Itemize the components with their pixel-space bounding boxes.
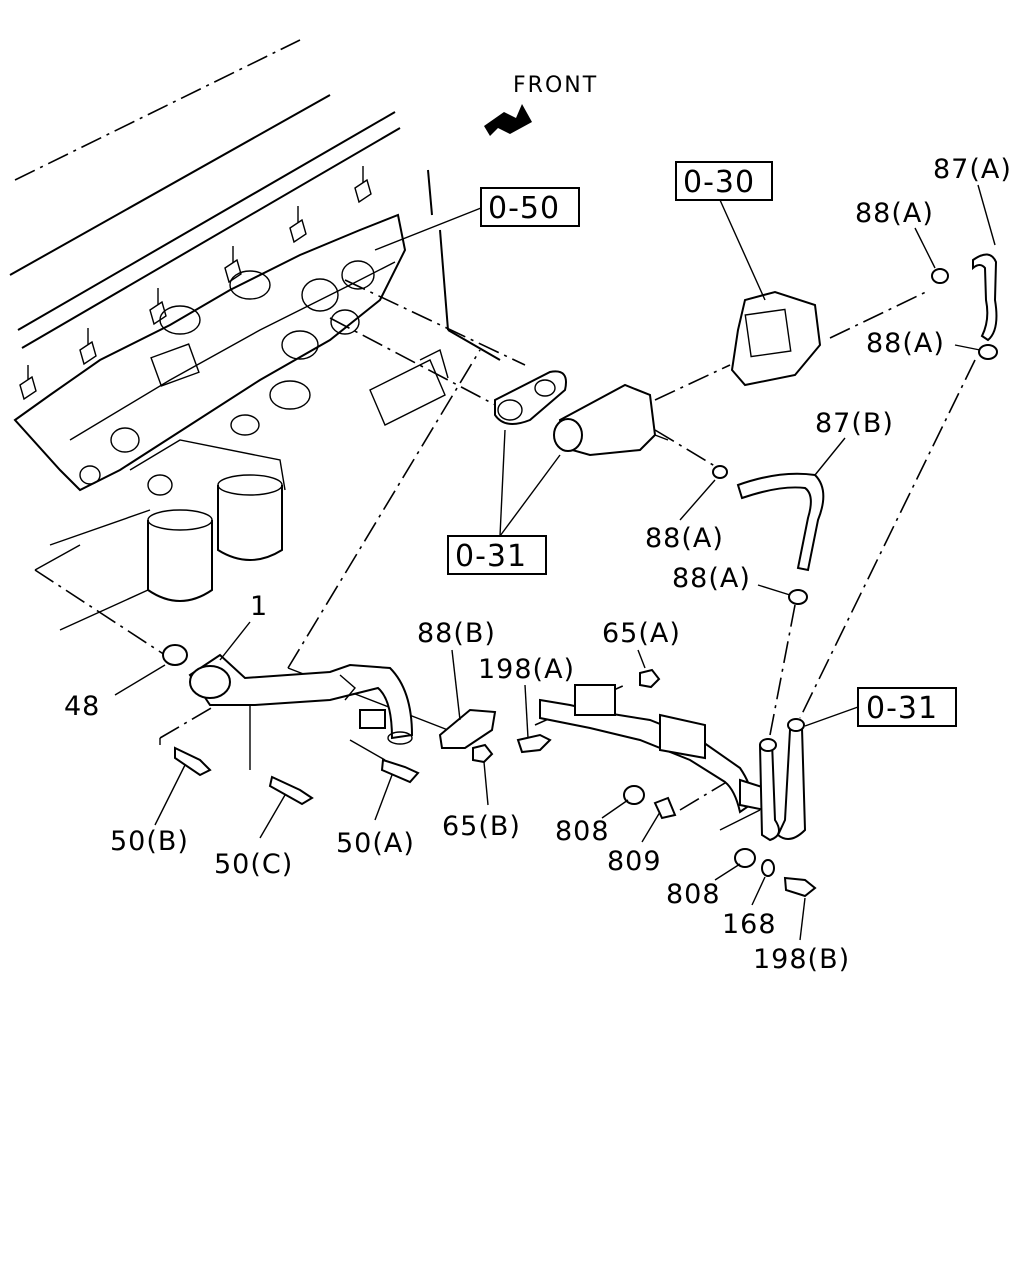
bolt-50c-icon [268,775,314,806]
label-88a-bottom: 88(A) [672,563,751,594]
engine-block [9,39,501,631]
clamp-88a-icon [712,268,998,605]
label-809: 809 [607,846,662,877]
label-198b: 198(B) [753,944,850,975]
front-label: FRONT [513,73,598,98]
bolt-50b-icon [174,746,212,777]
pipe-assembly [539,684,807,842]
ref-label-0-31-left: 0-31 [455,539,527,574]
part-labels: 87(A) 88(A) 88(A) 87(B) 88(A) 88(A) 1 48… [64,154,1012,975]
plug-808-icon [623,785,756,868]
ref-label-0-31-right: 0-31 [866,691,938,726]
o-ring-48 [162,644,188,666]
front-arrow-icon [484,104,532,136]
water-pipe-1 [188,653,414,745]
label-50b: 50(B) [110,826,189,857]
label-88a-lower: 88(A) [645,523,724,554]
cover-0-30 [730,290,822,387]
thermostat-housing [553,383,669,457]
label-88b: 88(B) [417,618,496,649]
label-168: 168 [722,909,777,940]
label-1: 1 [250,591,268,622]
label-87a: 87(A) [933,154,1012,185]
bolt-198a-icon [516,733,552,754]
label-808-right: 808 [666,879,721,910]
label-50a: 50(A) [336,828,415,859]
ref-0-50: 0-50 [374,187,580,251]
hose-87a [972,253,998,342]
ref-0-30: 0-30 [675,161,773,301]
ref-0-31-left: 0-31 [447,429,561,575]
ref-0-31-right: 0-31 [804,687,957,727]
bracket-88b [438,708,497,749]
ref-label-0-30: 0-30 [683,165,755,200]
front-indicator: FRONT [484,73,598,136]
label-48: 48 [64,691,100,722]
bolt-50a-icon [380,758,420,784]
label-65b: 65(B) [442,811,521,842]
washer-168-icon [761,859,775,877]
nut-65a-icon [639,668,661,689]
label-198a: 198(A) [478,654,575,685]
hose-87b [736,472,825,572]
label-65a: 65(A) [602,618,681,649]
gasket-upper [494,370,567,425]
label-87b: 87(B) [815,408,894,439]
nut-65b-icon [472,743,494,764]
label-88a-top: 88(A) [855,198,934,229]
bolt-198b-icon [783,876,817,898]
label-88a-mid: 88(A) [866,328,945,359]
label-50c: 50(C) [214,849,293,880]
label-808-left: 808 [555,816,610,847]
ref-label-0-50: 0-50 [488,191,560,226]
